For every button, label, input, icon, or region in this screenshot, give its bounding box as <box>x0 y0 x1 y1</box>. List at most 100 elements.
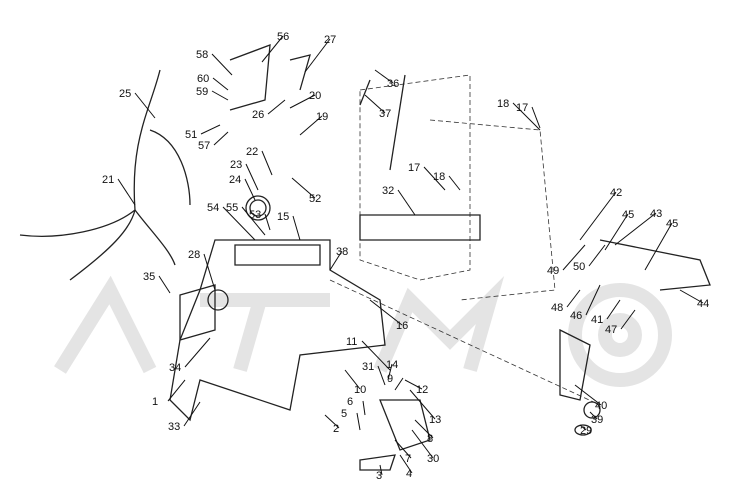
callout-18: 18 <box>433 171 445 183</box>
leader-line-14 <box>387 363 393 381</box>
callout-27: 27 <box>324 34 336 46</box>
callout-11: 11 <box>346 336 357 348</box>
leader-line-17 <box>423 166 446 191</box>
leader-line-34 <box>184 337 211 368</box>
leader-line-31 <box>377 365 386 386</box>
leader-line-60 <box>212 77 229 91</box>
callout-2: 2 <box>333 423 339 435</box>
leader-line-55 <box>241 206 266 236</box>
callout-57: 57 <box>198 140 210 152</box>
leader-line-25 <box>134 92 156 119</box>
callout-44: 44 <box>697 298 709 310</box>
leader-line-20 <box>289 94 316 109</box>
callout-4: 4 <box>406 468 412 480</box>
callout-31: 31 <box>362 361 374 373</box>
callout-22: 22 <box>246 146 258 158</box>
leader-line-56 <box>261 35 284 63</box>
leader-line-22 <box>261 150 273 176</box>
callout-20: 20 <box>309 90 321 102</box>
callout-36: 36 <box>387 78 399 90</box>
leader-line-46 <box>585 284 601 316</box>
wiring-harness <box>19 44 311 281</box>
callout-14: 14 <box>386 359 398 371</box>
leader-line-17 <box>531 106 541 129</box>
leader-line-33 <box>183 401 201 427</box>
seat-frame <box>329 74 601 406</box>
leader-line-8 <box>414 419 434 439</box>
callout-35: 35 <box>143 271 155 283</box>
footrest-assembly <box>359 239 711 471</box>
callout-55: 55 <box>226 202 238 214</box>
callout-54: 54 <box>207 202 219 214</box>
callout-45: 45 <box>622 209 634 221</box>
leader-line-23 <box>245 163 259 191</box>
callout-33: 33 <box>168 421 180 433</box>
leader-line-49 <box>562 244 586 271</box>
callout-18: 18 <box>497 98 509 110</box>
callout-16: 16 <box>396 320 408 332</box>
callout-53: 53 <box>249 209 261 221</box>
leader-line-1 <box>167 379 186 402</box>
leader-line-42 <box>579 191 617 241</box>
leader-line-6 <box>362 400 366 416</box>
callout-10: 10 <box>354 384 366 396</box>
leader-line-52 <box>291 177 316 199</box>
leader-line-16 <box>369 299 403 326</box>
leader-line-12 <box>404 379 423 390</box>
leader-line-15 <box>292 215 301 241</box>
callout-47: 47 <box>605 324 617 336</box>
leader-line-54 <box>222 206 256 241</box>
callout-51: 51 <box>185 129 197 141</box>
callout-49: 49 <box>547 265 559 277</box>
leader-line-32 <box>397 189 416 216</box>
callout-24: 24 <box>229 174 241 186</box>
callout-48: 48 <box>551 302 563 314</box>
callout-17: 17 <box>408 162 420 174</box>
leader-line-13 <box>409 389 436 420</box>
leader-line-47 <box>620 309 636 330</box>
leader-line-18 <box>512 102 541 131</box>
callout-56: 56 <box>277 31 289 43</box>
callout-30: 30 <box>427 453 439 465</box>
callout-39: 39 <box>591 414 603 426</box>
callout-17: 17 <box>516 102 528 114</box>
callout-50: 50 <box>573 261 585 273</box>
callout-37: 37 <box>379 108 391 120</box>
leader-line-48 <box>566 289 581 308</box>
callout-32: 32 <box>382 185 394 197</box>
callout-21: 21 <box>102 174 114 186</box>
callout-7: 7 <box>405 453 411 465</box>
callout-58: 58 <box>196 49 208 61</box>
leader-line-58 <box>211 53 233 76</box>
leader-line-39 <box>589 411 598 420</box>
leader-line-53 <box>264 213 271 231</box>
callout-60: 60 <box>197 73 209 85</box>
leader-line-40 <box>574 384 602 406</box>
leader-line-3 <box>379 464 383 476</box>
callout-26: 26 <box>252 109 264 121</box>
callout-46: 46 <box>570 310 582 322</box>
leader-line-50 <box>588 244 606 267</box>
callout-1: 1 <box>152 396 158 408</box>
leader-line-18 <box>448 175 461 191</box>
leader-line-38 <box>329 250 343 271</box>
callout-23: 23 <box>230 159 242 171</box>
callout-52: 52 <box>309 193 321 205</box>
leader-line-21 <box>117 178 136 206</box>
leader-line-51 <box>200 124 221 135</box>
callout-29: 29 <box>580 425 592 437</box>
callout-41: 41 <box>591 314 603 326</box>
leader-line-4 <box>399 454 413 474</box>
leader-line-41 <box>606 299 621 320</box>
leader-line-35 <box>158 275 171 294</box>
leader-line-10 <box>344 369 361 390</box>
leader-line-11 <box>361 340 391 371</box>
leader-line-44 <box>679 289 704 304</box>
leader-line-24 <box>244 178 256 201</box>
leader-line-9 <box>394 377 404 391</box>
leader-line-57 <box>213 131 229 146</box>
callout-12: 12 <box>416 384 428 396</box>
